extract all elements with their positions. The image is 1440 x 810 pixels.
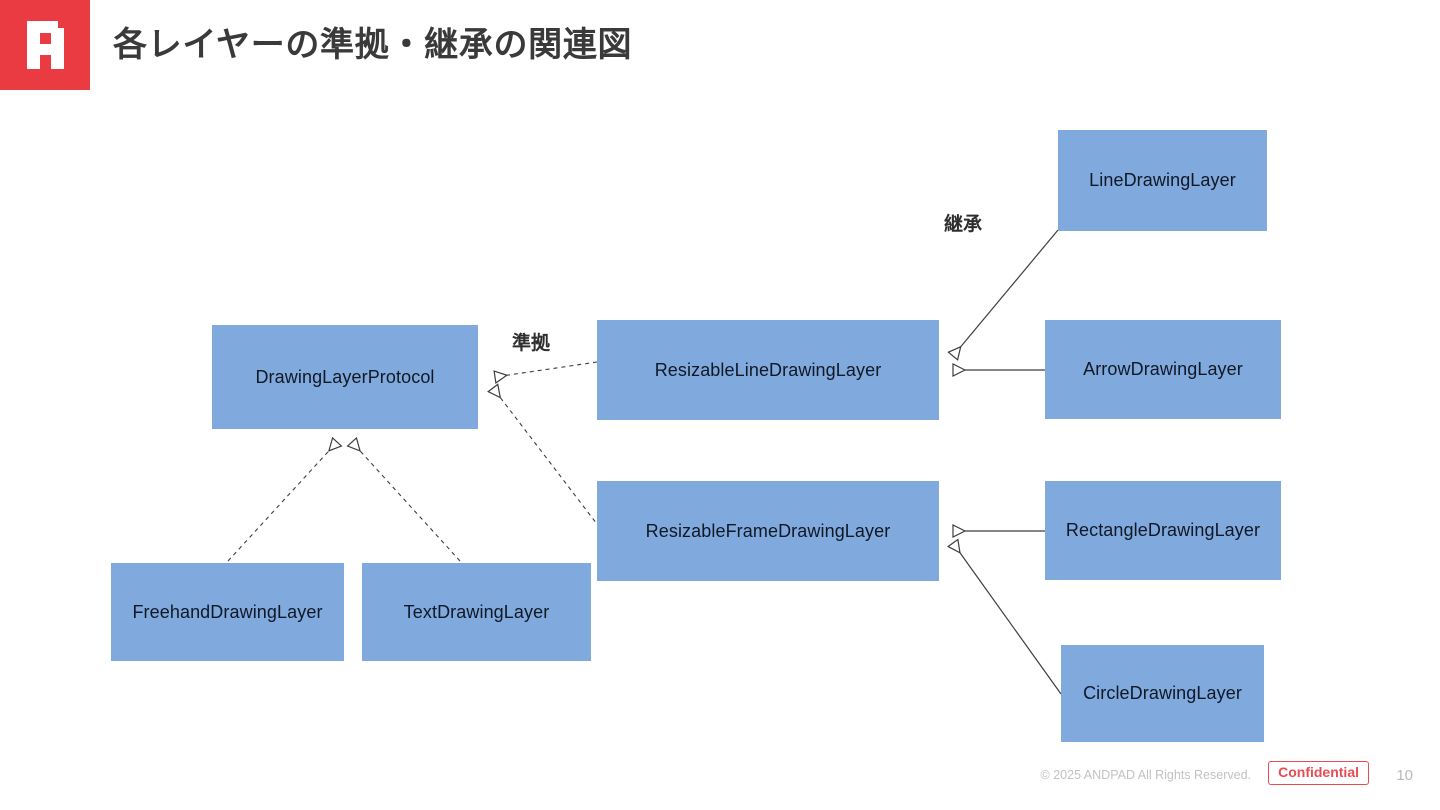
class-label: ResizableLineDrawingLayer bbox=[654, 359, 882, 380]
class-label: TextDrawingLayer bbox=[403, 601, 550, 622]
class-label: FreehandDrawingLayer bbox=[132, 601, 323, 622]
class-box-text-drawing-layer[interactable]: TextDrawingLayer bbox=[362, 563, 591, 661]
conformance-label: 準拠 bbox=[512, 333, 551, 354]
class-box-arrow-drawing-layer[interactable]: ArrowDrawingLayer bbox=[1045, 320, 1281, 419]
class-box-line-drawing-layer[interactable]: LineDrawingLayer bbox=[1058, 130, 1267, 231]
class-box-resizable-frame-drawing-layer[interactable]: ResizableFrameDrawingLayer bbox=[597, 481, 939, 581]
class-label: ArrowDrawingLayer bbox=[1083, 359, 1243, 379]
class-label: RectangleDrawingLayer bbox=[1065, 520, 1261, 540]
class-box-rectangle-drawing-layer[interactable]: RectangleDrawingLayer bbox=[1045, 481, 1281, 580]
class-box-resizable-line-drawing-layer[interactable]: ResizableLineDrawingLayer bbox=[597, 320, 939, 420]
class-label: LineDrawingLayer bbox=[1089, 170, 1236, 190]
class-box-drawing-layer-protocol[interactable]: DrawingLayerProtocol bbox=[212, 325, 478, 429]
slide-header: 各レイヤーの準拠・継承の関連図 bbox=[0, 0, 1440, 95]
class-label: CircleDrawingLayer bbox=[1083, 683, 1242, 703]
slide-footer: © 2025 ANDPAD All Rights Reserved. Confi… bbox=[0, 754, 1440, 810]
page-number: 10 bbox=[1396, 767, 1413, 784]
rel-freehand-conforms-protocol bbox=[227, 442, 337, 562]
class-box-circle-drawing-layer[interactable]: CircleDrawingLayer bbox=[1061, 645, 1264, 742]
copyright-text: © 2025 ANDPAD All Rights Reserved. bbox=[1040, 768, 1251, 782]
rel-text-conforms-protocol bbox=[352, 442, 461, 562]
rel-resizable-line-conforms-protocol bbox=[495, 361, 598, 377]
rel-resizable-frame-conforms-protocol bbox=[493, 388, 601, 529]
page-title: 各レイヤーの準拠・継承の関連図 bbox=[113, 26, 633, 64]
inheritance-label: 継承 bbox=[944, 214, 983, 235]
confidential-badge: Confidential bbox=[1268, 761, 1369, 786]
rel-line-inherits-resizable-line bbox=[953, 229, 1059, 356]
class-box-freehand-drawing-layer[interactable]: FreehandDrawingLayer bbox=[111, 563, 344, 661]
andpad-logo-icon bbox=[0, 0, 90, 90]
class-label: ResizableFrameDrawingLayer bbox=[645, 520, 891, 541]
class-label: DrawingLayerProtocol bbox=[255, 366, 435, 387]
